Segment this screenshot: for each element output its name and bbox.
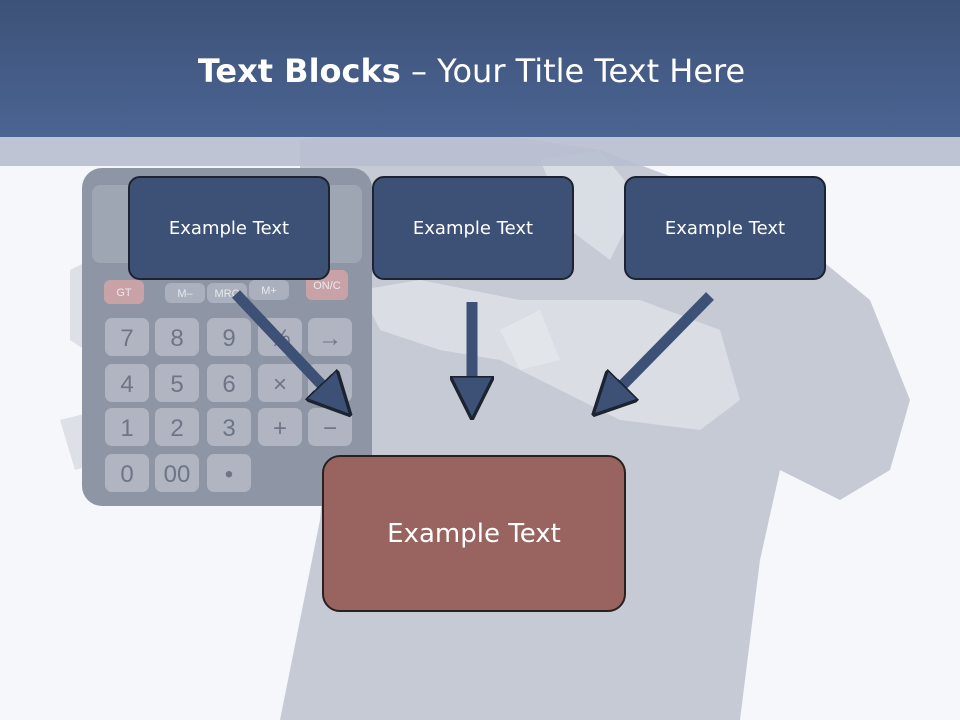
calc-key-label: + bbox=[273, 415, 287, 442]
main-text-block: Example Text bbox=[322, 455, 626, 612]
calc-key bbox=[105, 408, 149, 446]
main-text-block-label: Example Text bbox=[387, 518, 561, 549]
text-block-2: Example Text bbox=[372, 176, 574, 280]
calc-key-label: 1 bbox=[120, 415, 133, 442]
calc-key bbox=[207, 408, 251, 446]
calc-key-label: × bbox=[273, 371, 287, 398]
slide-title: Text Blocks – Your Title Text Here bbox=[0, 52, 943, 90]
calc-key-label: % bbox=[269, 325, 290, 352]
calc-key-label: GT bbox=[116, 287, 132, 299]
calc-key bbox=[105, 454, 149, 492]
calc-key-label: 0 bbox=[120, 461, 133, 488]
text-block-3-label: Example Text bbox=[664, 217, 786, 239]
calc-key bbox=[165, 283, 205, 303]
calc-key bbox=[155, 318, 199, 356]
calc-key-label: 8 bbox=[170, 325, 183, 352]
calc-key-label: M– bbox=[177, 288, 193, 300]
slide-title-bold: Text Blocks bbox=[197, 52, 401, 90]
calc-key-label: 6 bbox=[222, 371, 235, 398]
calc-key-label: 3 bbox=[222, 415, 235, 442]
calc-key bbox=[105, 318, 149, 356]
calc-key-label: ON/C bbox=[313, 280, 341, 292]
slide-title-rest: Your Title Text Here bbox=[437, 52, 746, 90]
calc-key-label: 4 bbox=[120, 371, 133, 398]
calc-key-label: MRC bbox=[214, 288, 239, 300]
calc-key bbox=[155, 408, 199, 446]
text-block-3: Example Text bbox=[624, 176, 826, 280]
calc-key-label: − bbox=[323, 415, 337, 442]
calc-key bbox=[207, 454, 251, 492]
calc-key bbox=[155, 454, 199, 492]
text-block-1: Example Text bbox=[128, 176, 330, 280]
calc-key-label: 7 bbox=[120, 325, 133, 352]
calc-key bbox=[104, 280, 144, 304]
calc-key-label: 5 bbox=[170, 371, 183, 398]
calc-key bbox=[155, 364, 199, 402]
title-bar-strip bbox=[0, 137, 960, 166]
calc-key bbox=[258, 408, 302, 446]
slide-title-separator: – bbox=[400, 52, 438, 90]
calc-key-label: 00 bbox=[164, 461, 191, 488]
calc-key-label: 2 bbox=[170, 415, 183, 442]
calc-key-label: ÷ bbox=[323, 371, 336, 398]
calc-key-label: M+ bbox=[261, 285, 277, 297]
calc-key-label: 9 bbox=[222, 325, 235, 352]
text-block-2-label: Example Text bbox=[412, 217, 534, 239]
calc-key bbox=[105, 364, 149, 402]
calc-key-label: → bbox=[318, 325, 342, 352]
title-bar bbox=[0, 0, 960, 137]
text-block-1-label: Example Text bbox=[168, 217, 290, 239]
calc-key-label: • bbox=[225, 461, 233, 488]
